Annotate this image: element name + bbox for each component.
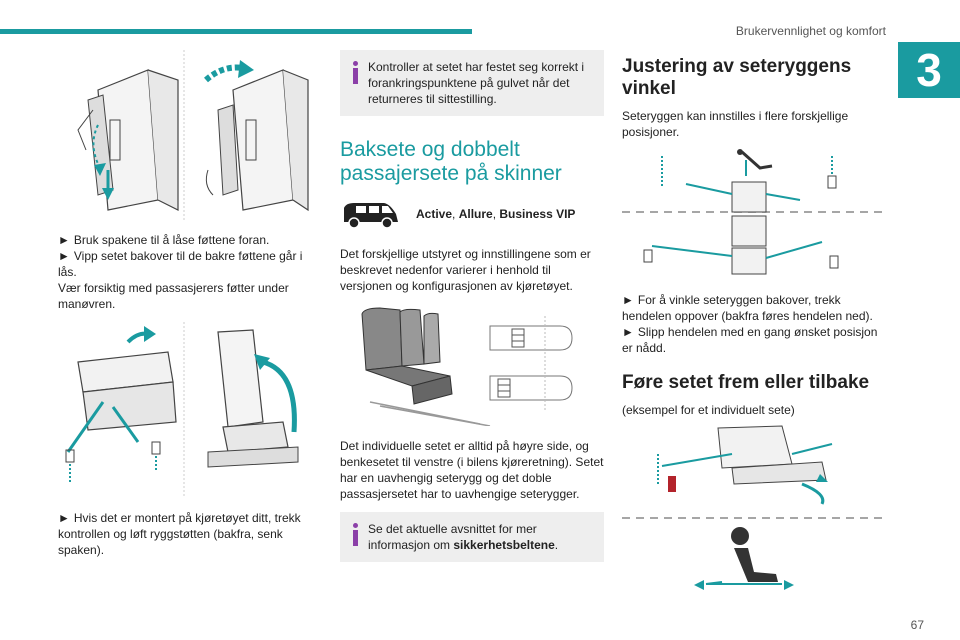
info-box-seatbelts: Se det aktuelle avsnittet for mer inform… <box>340 512 604 562</box>
step-raise-backrest: ►Hvis det er montert på kjøretøyet ditt,… <box>58 511 301 557</box>
intro-paragraph: Det forskjellige utstyret og innstilling… <box>340 247 591 293</box>
heading-backrest-angle: Justering av seteryggens vinkel <box>622 56 852 99</box>
heading-seat-slide: Føre setet frem eller tilbake <box>622 372 870 393</box>
info-icon <box>348 59 362 107</box>
section-title: Baksete og dobbelt passajersete på skinn… <box>340 138 562 185</box>
caution-note: Vær forsiktig med passasjerers føtter un… <box>58 281 289 311</box>
column-right: Justering av seteryggens vinkel Seterygg… <box>622 50 884 594</box>
info-icon <box>348 521 362 553</box>
step-tilt-backrest: ►For å vinkle seteryggen bakover, trekk … <box>622 293 873 323</box>
bullet-arrow: ► <box>622 293 634 307</box>
van-icon <box>344 203 398 229</box>
bullet-arrow: ► <box>58 249 70 263</box>
chapter-tab: 3 <box>898 42 960 98</box>
seat-fold-illustration <box>58 50 310 220</box>
step-lock-front-feet: ►Bruk spakene til å låse føttene foran. <box>58 233 270 247</box>
backrest-intro: Seteryggen kan innstilles i flere forskj… <box>622 109 849 139</box>
page-number: 67 <box>910 618 924 632</box>
seatback-raise-illustration <box>58 322 310 498</box>
bullet-arrow: ► <box>58 233 70 247</box>
header-title: Brukervennlighet og komfort <box>735 24 886 38</box>
seat-description: Det individuelle setet er alltid på høyr… <box>340 439 604 501</box>
header-accent-bar <box>0 29 472 34</box>
seat-slide-example: (eksempel for et individuelt sete) <box>622 403 795 417</box>
step-tilt-seat-back: ►Vipp setet bakover til de bakre føttene… <box>58 249 303 279</box>
bullet-arrow: ► <box>622 325 634 339</box>
step-release-lever: ►Slipp hendelen med en gang ønsket posis… <box>622 325 878 355</box>
backrest-angle-illustration <box>622 146 884 286</box>
info-box-anchor-check: Kontroller at setet har festet seg korre… <box>340 50 604 116</box>
bench-seat-illustration <box>340 306 604 426</box>
seat-slide-illustration <box>622 424 884 594</box>
column-middle: Kontroller at setet har festet seg korre… <box>340 50 604 562</box>
column-left: ►Bruk spakene til å låse føttene foran. … <box>58 50 310 558</box>
version-badge: Active, Allure, Business VIP <box>340 200 604 230</box>
bullet-arrow: ► <box>58 511 70 525</box>
